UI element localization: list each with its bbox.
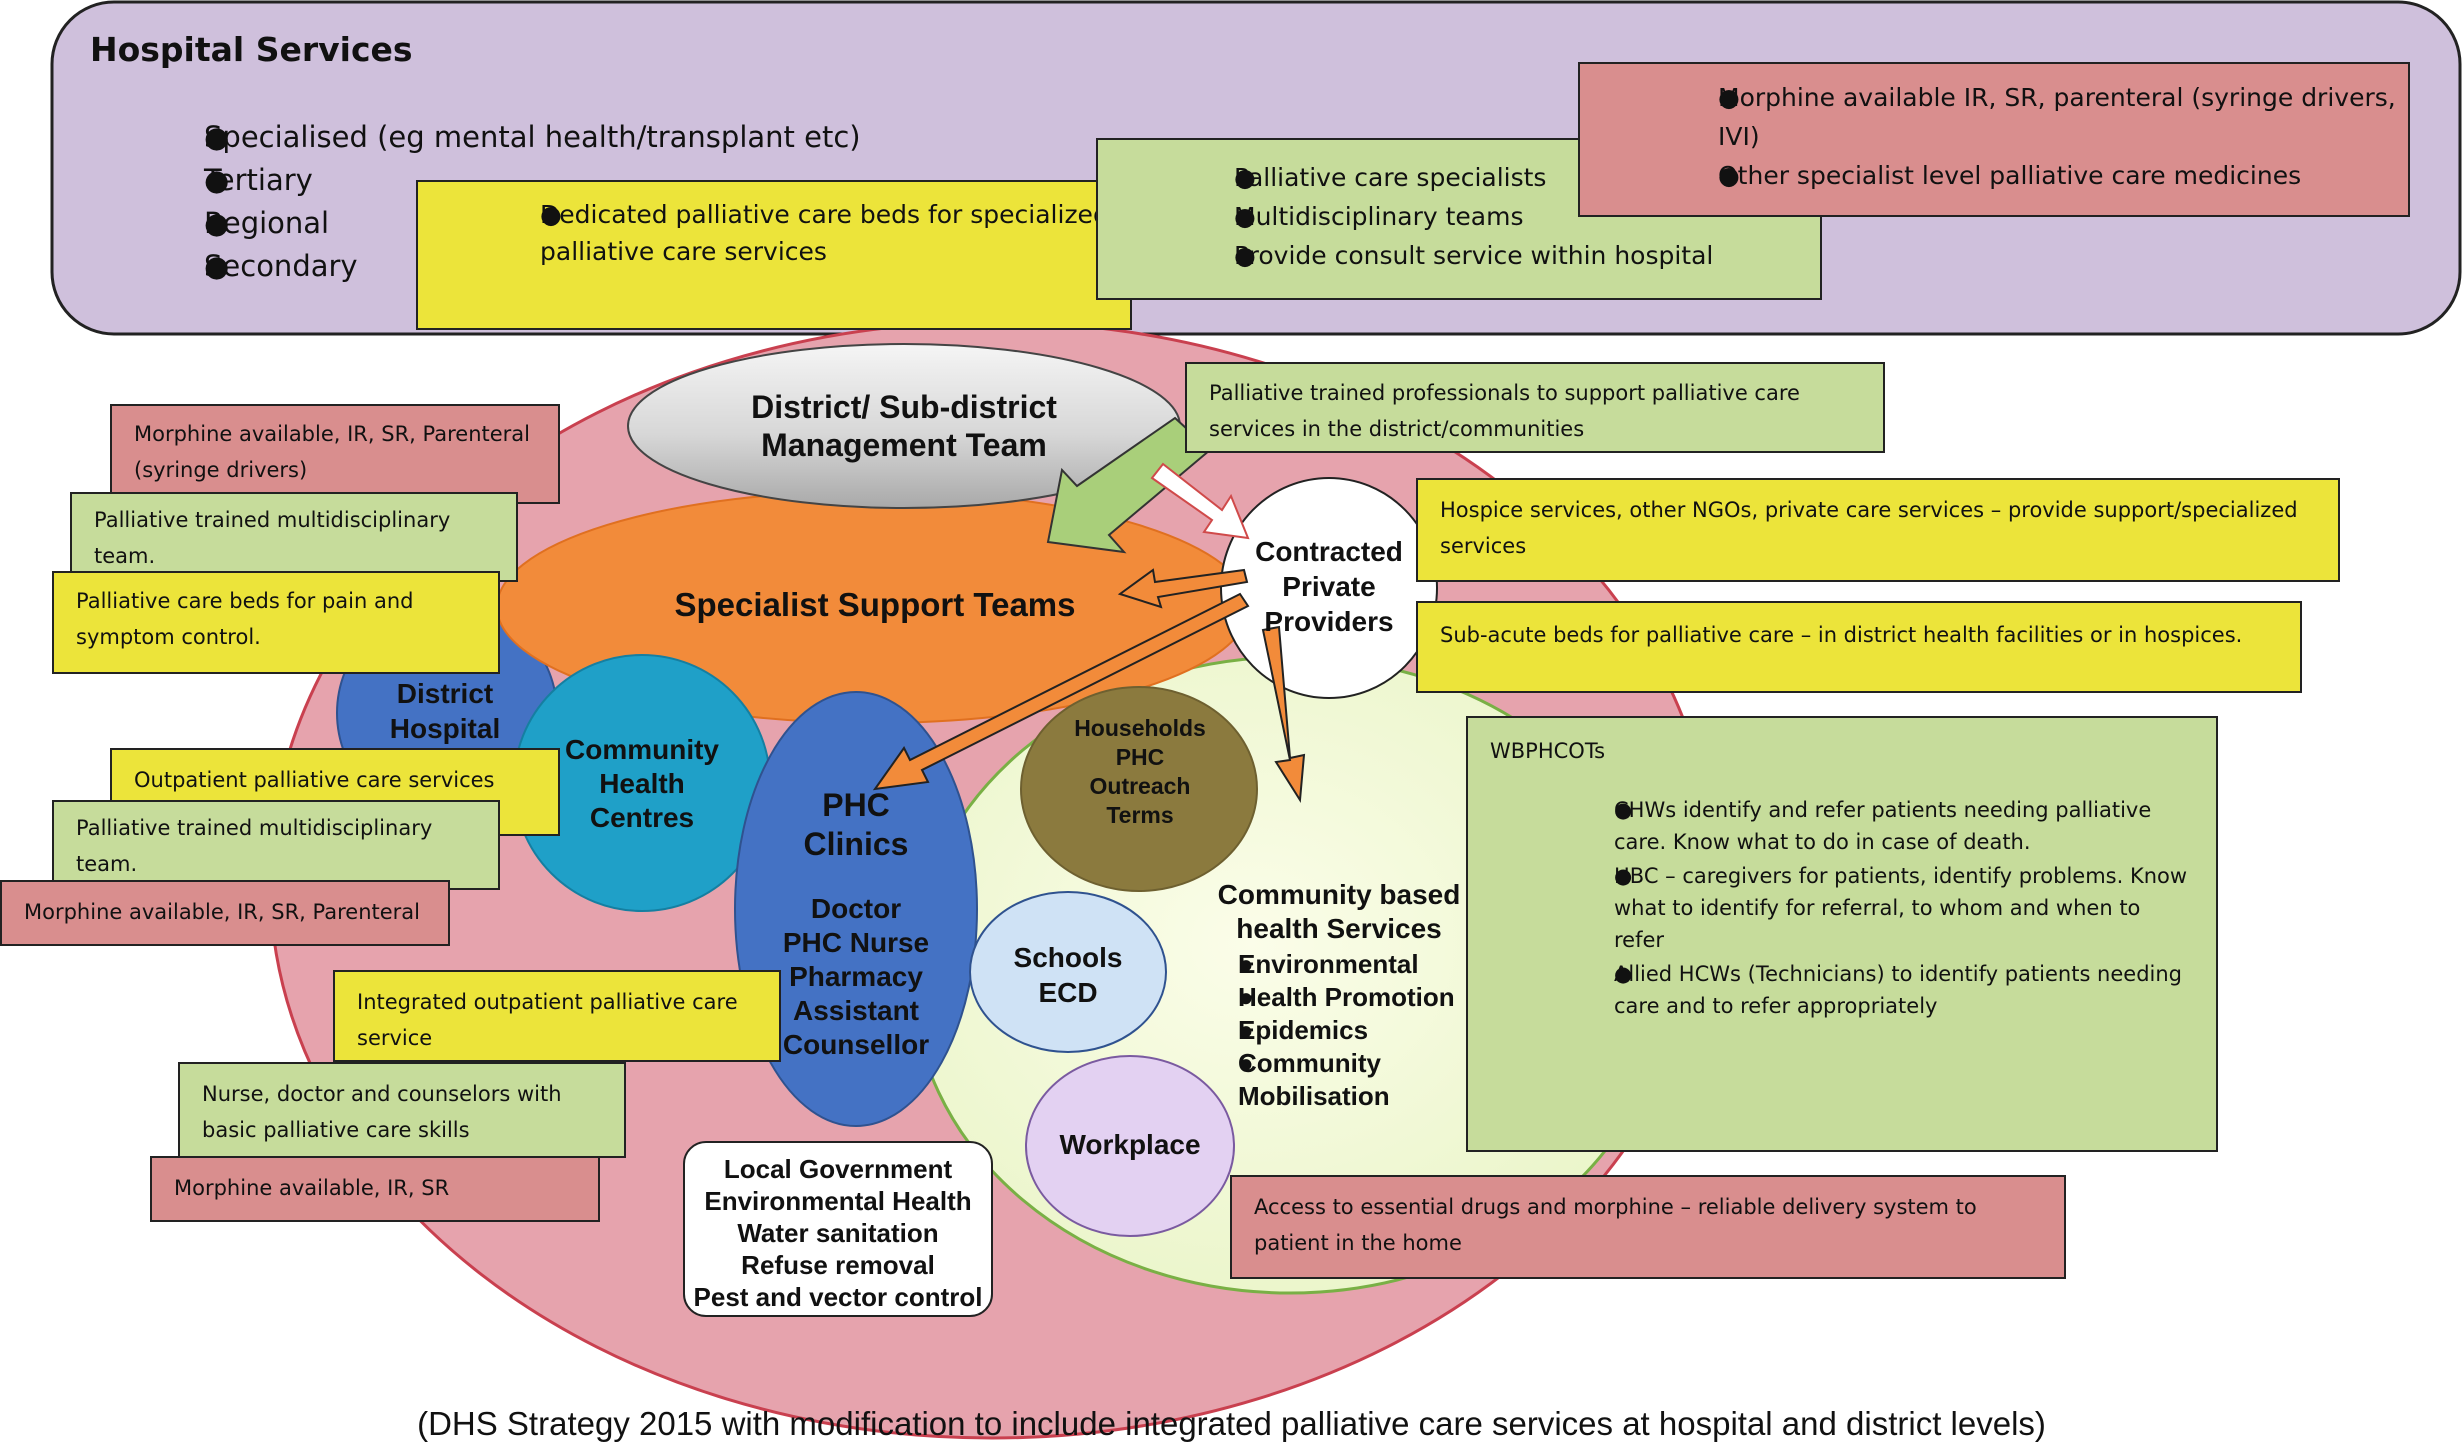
local-government-box [683, 1141, 993, 1317]
hospital-medicines-item: Other specialist level palliative care m… [1656, 156, 2398, 195]
hospital-level-item: Regional [140, 202, 861, 245]
hospital-services-title: Hospital Services [90, 30, 413, 69]
management-team-label: District/ Sub-district Management Team [751, 389, 1057, 463]
wbphcots-box: WBPHCOTs CHWs identify and refer patient… [1466, 716, 2218, 1152]
wbphcots-item: HBC – caregivers for patients, identify … [1562, 860, 2194, 956]
local-government-label: Local Government Environmental Health Wa… [693, 1154, 983, 1312]
hospital-beds-box: Dedicated palliative care beds for speci… [416, 180, 1132, 330]
sst-morphine-note: Morphine available, IR, SR, Parenteral (… [110, 404, 560, 504]
hospital-medicines-item: Morphine available IR, SR, parenteral (s… [1656, 78, 2398, 156]
white-arrow [1150, 462, 1250, 540]
hospital-specialists-item: Multidisciplinary teams [1168, 197, 1800, 236]
households-label: Households PHC Outreach Terms [1074, 715, 1206, 828]
schools-ellipse [969, 891, 1167, 1053]
community-services-title: Community based health Services [1217, 879, 1461, 944]
hospital-medicines-box: Morphine available IR, SR, parenteral (s… [1578, 62, 2410, 217]
phc-integrated-note: Integrated outpatient palliative care se… [333, 970, 781, 1062]
workplace-ellipse [1025, 1055, 1235, 1237]
households-ellipse [1020, 686, 1258, 892]
chc-team-note: Palliative trained multidisciplinary tea… [52, 800, 500, 890]
specialist-support-teams-label: Specialist Support Teams [674, 586, 1076, 623]
community-service-item: Epidemics [1200, 1014, 1455, 1047]
sst-beds-note: Palliative care beds for pain and sympto… [52, 571, 500, 674]
workplace-label: Workplace [1059, 1129, 1201, 1160]
sst-team-note: Palliative trained multidisciplinary tea… [70, 492, 518, 582]
phc-clinics-staff: Doctor PHC Nurse Pharmacy Assistant Coun… [782, 893, 930, 1060]
contracted-providers-label: Contracted Private Providers [1255, 536, 1403, 637]
community-health-centres-label: Community Health Centres [565, 734, 719, 833]
hospital-beds-item: Dedicated palliative care beds for speci… [468, 196, 1110, 270]
orange-arrow-community [1261, 625, 1306, 804]
phc-clinics-ellipse [734, 691, 978, 1127]
management-note-box: Palliative trained professionals to supp… [1185, 362, 1885, 453]
phc-morphine-note: Morphine available, IR, SR [150, 1156, 600, 1222]
hospital-level-item: Tertiary [140, 159, 861, 202]
district-hospital-label: District Hospital [389, 678, 501, 744]
chc-morphine-note: Morphine available, IR, SR, Parenteral [0, 880, 450, 946]
wbphcots-item: Allied HCWs (Technicians) to identify pa… [1562, 958, 2194, 1022]
hospital-specialists-item: Provide consult service within hospital [1168, 236, 1800, 275]
hospital-levels-list: Specialised (eg mental health/transplant… [140, 116, 861, 288]
home-delivery-note: Access to essential drugs and morphine –… [1230, 1175, 2066, 1279]
hospital-level-item: Secondary [140, 245, 861, 288]
phc-staff-note: Nurse, doctor and counselors with basic … [178, 1062, 626, 1158]
hospital-level-item: Specialised (eg mental health/transplant… [140, 116, 861, 159]
schools-label: Schools ECD [1013, 942, 1123, 1008]
orange-arrow-phc [872, 592, 1250, 791]
orange-arrow-sst [1117, 568, 1249, 609]
phc-clinics-title: PHC Clinics [803, 787, 909, 862]
community-service-item: Environmental [1200, 948, 1455, 981]
subacute-note-box: Sub-acute beds for palliative care – in … [1416, 601, 2302, 693]
community-services-list: Environmental Health Promotion Epidemics… [1200, 948, 1455, 1113]
wbphcots-item: CHWs identify and refer patients needing… [1562, 794, 2194, 858]
wbphcots-title: WBPHCOTs [1490, 739, 1606, 763]
hospice-note-box: Hospice services, other NGOs, private ca… [1416, 478, 2340, 582]
green-arrow [1046, 416, 1212, 554]
community-service-item: Health Promotion [1200, 981, 1455, 1014]
figure-caption: (DHS Strategy 2015 with modification to … [417, 1405, 2046, 1442]
hospital-specialists-item: Palliative care specialists [1168, 158, 1800, 197]
